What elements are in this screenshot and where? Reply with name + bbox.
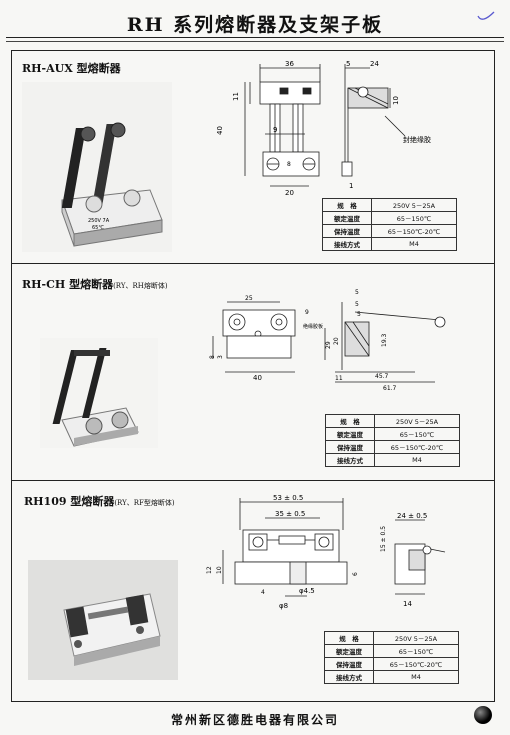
dim-1: 1 xyxy=(349,182,353,190)
dim-10: 10 xyxy=(216,566,223,574)
section-divider xyxy=(12,480,494,481)
dim-4: 4 xyxy=(261,589,265,596)
page-title: RH 系列熔断器及支架子板 xyxy=(126,14,384,36)
product-photo-rh-ch xyxy=(40,338,158,448)
dim-phi-8: φ8 xyxy=(279,602,288,610)
section-title-rh-aux: RH-AUX 型熔断器 xyxy=(22,62,121,75)
dim-61-7: 61.7 xyxy=(383,385,397,392)
dim-19-3: 19.3 xyxy=(381,333,388,347)
dim-24: 24 ± 0.5 xyxy=(397,512,427,520)
dim-45-7: 45.7 xyxy=(375,373,389,380)
logo-dot-icon xyxy=(474,706,492,724)
dim-20: 20 xyxy=(333,337,340,345)
drawing-rh109: 53 ± 0.5 35 ± 0.5 24 ± 0.5 15 ± 0.5 12 1… xyxy=(206,494,446,610)
dim-35: 35 ± 0.5 xyxy=(275,510,305,518)
dim-8: 8 xyxy=(287,161,291,168)
dim-36: 36 xyxy=(285,60,294,68)
product-photo-rh109 xyxy=(28,560,178,680)
fuse-rating-label: 250V 7A xyxy=(88,218,110,224)
callout-insulating-board: 绝缘胶板 xyxy=(303,323,323,330)
content-frame xyxy=(11,50,495,702)
section-note: (RY、RF型熔断体) xyxy=(114,499,175,507)
dim-5b: 5 xyxy=(355,301,359,308)
section-title-rh109: RH109 型熔断器(RY、RF型熔断体) xyxy=(24,495,175,508)
dim-40: 40 xyxy=(253,374,262,382)
dim-53: 53 ± 0.5 xyxy=(273,494,303,502)
dim-3: 3 xyxy=(217,355,224,359)
dim-12: 12 xyxy=(206,566,213,574)
dim-5: 5 xyxy=(346,60,350,68)
dim-15: 15 ± 0.5 xyxy=(380,526,387,552)
company-footer: 常州新区德胜电器有限公司 xyxy=(170,713,339,727)
dim-8: 8 xyxy=(209,355,216,359)
callout-insulating-glue: 封绝缘胶 xyxy=(403,135,431,144)
section-title-rh-ch: RH-CH 型熔断器(RY、RH熔断体) xyxy=(22,278,168,291)
dim-5c: 5 xyxy=(357,311,361,318)
dim-11: 11 xyxy=(335,375,343,382)
dim-9: 9 xyxy=(273,126,277,134)
dim-24: 24 xyxy=(370,60,379,68)
dim-11: 11 xyxy=(232,92,240,101)
dim-9: 9 xyxy=(305,309,309,316)
check-mark-icon xyxy=(477,11,495,20)
title-rule-secondary xyxy=(6,41,504,42)
dim-14: 14 xyxy=(403,600,412,608)
drawing-rh-aux: 36 5 24 11 40 10 9 8 20 1 封绝缘胶 xyxy=(216,60,431,197)
section-note: (RY、RH熔断体) xyxy=(113,282,168,290)
fuse-temp-label: 65℃ xyxy=(92,225,104,231)
dim-25: 25 xyxy=(245,295,253,302)
dim-5a: 5 xyxy=(355,289,359,296)
dim-6: 6 xyxy=(352,572,359,576)
dim-phi-4-5: φ4.5 xyxy=(299,587,315,595)
dim-10: 10 xyxy=(392,96,400,105)
dim-29: 29 xyxy=(325,341,332,349)
section-divider xyxy=(12,263,494,264)
dim-20: 20 xyxy=(285,189,294,197)
product-photo-rh-aux: 250V 7A 65℃ xyxy=(22,82,172,252)
title-rule xyxy=(6,37,504,38)
drawing-rh-ch: 25 9 5 5 5 8 3 29 20 19.3 40 11 45.7 61.… xyxy=(209,289,446,392)
dim-40: 40 xyxy=(216,126,224,135)
